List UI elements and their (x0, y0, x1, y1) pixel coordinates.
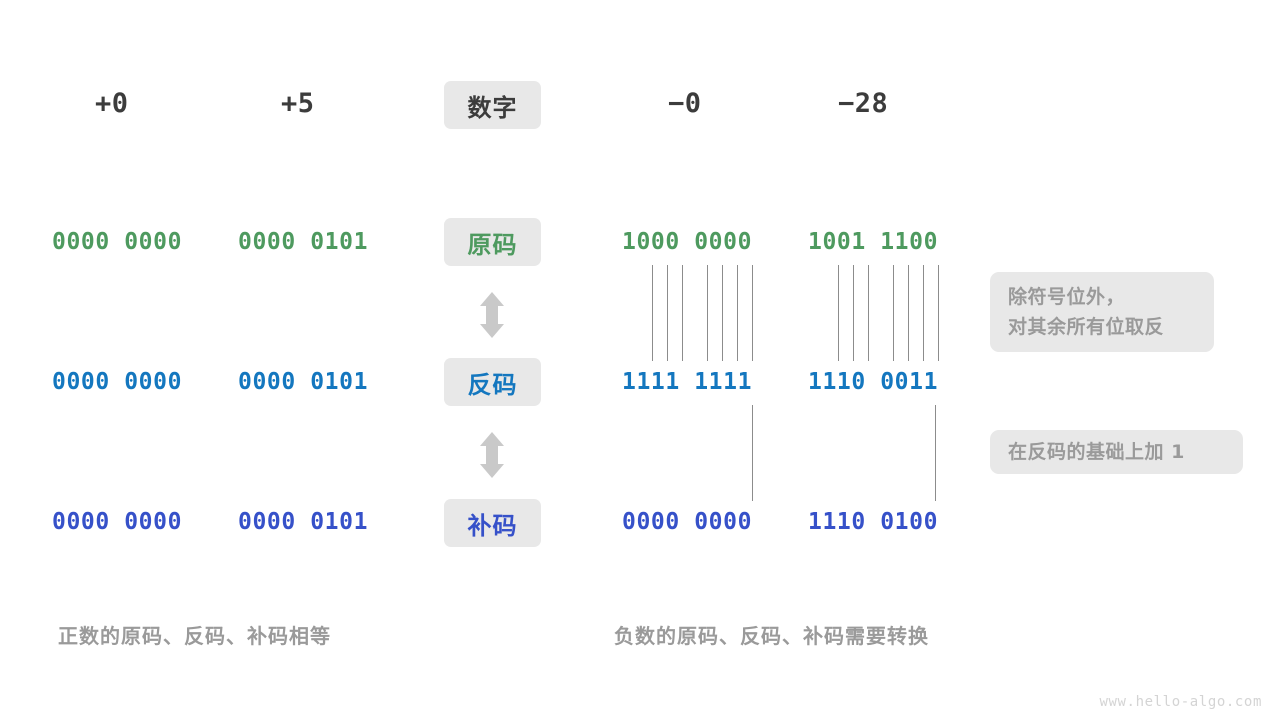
row-sign-magnitude-value-minus-zero: 1000 0000 (622, 229, 753, 255)
header-column-plus-zero: +0 (95, 88, 129, 119)
up-down-arrow-icon-first (477, 290, 507, 340)
header-column-plus-five: +5 (281, 88, 315, 119)
connector-line (722, 265, 723, 361)
row-label-chip-ones-complement: 反码 (444, 358, 541, 406)
up-down-arrow-icon-second (477, 430, 507, 480)
note-add-one: 在反码的基础上加 1 (990, 430, 1243, 474)
connector-line (853, 265, 854, 361)
row-ones-complement-value-minus-twentyeight: 1110 0011 (808, 369, 939, 395)
connector-line (908, 265, 909, 361)
caption-negative-numbers: 负数的原码、反码、补码需要转换 (614, 624, 929, 648)
row-label-chip-twos-complement: 补码 (444, 499, 541, 547)
connector-line (938, 265, 939, 361)
row-ones-complement-value-plus-zero: 0000 0000 (52, 369, 183, 395)
header-column-minus-twentyeight: −28 (838, 88, 889, 119)
connector-line (935, 405, 936, 501)
connector-line (652, 265, 653, 361)
row-twos-complement-value-minus-zero: 0000 0000 (622, 509, 753, 535)
connector-line (707, 265, 708, 361)
header-column-minus-zero: −0 (668, 88, 702, 119)
row-twos-complement-value-minus-twentyeight: 1110 0100 (808, 509, 939, 535)
header-label-chip: 数字 (444, 81, 541, 129)
note-invert-bits-line-2: 对其余所有位取反 (1008, 316, 1165, 338)
connector-line (752, 265, 753, 361)
row-twos-complement-value-plus-five: 0000 0101 (238, 509, 369, 535)
caption-positive-numbers: 正数的原码、反码、补码相等 (58, 624, 331, 648)
note-invert-bits-line-1: 除符号位外， (1008, 286, 1126, 308)
row-ones-complement-value-minus-zero: 1111 1111 (622, 369, 753, 395)
connector-line (737, 265, 738, 361)
row-ones-complement-value-plus-five: 0000 0101 (238, 369, 369, 395)
note-add-one-line-1: 在反码的基础上加 1 (1008, 441, 1185, 463)
connector-line (838, 265, 839, 361)
row-twos-complement-value-plus-zero: 0000 0000 (52, 509, 183, 535)
row-sign-magnitude-value-minus-twentyeight: 1001 1100 (808, 229, 939, 255)
row-label-chip-sign-magnitude: 原码 (444, 218, 541, 266)
connector-line (682, 265, 683, 361)
connector-line (893, 265, 894, 361)
connector-line (667, 265, 668, 361)
connector-line (752, 405, 753, 501)
row-sign-magnitude-value-plus-zero: 0000 0000 (52, 229, 183, 255)
note-invert-bits: 除符号位外， 对其余所有位取反 (990, 272, 1214, 352)
connector-line (868, 265, 869, 361)
site-watermark: www.hello-algo.com (1099, 694, 1262, 710)
row-sign-magnitude-value-plus-five: 0000 0101 (238, 229, 369, 255)
connector-line (923, 265, 924, 361)
